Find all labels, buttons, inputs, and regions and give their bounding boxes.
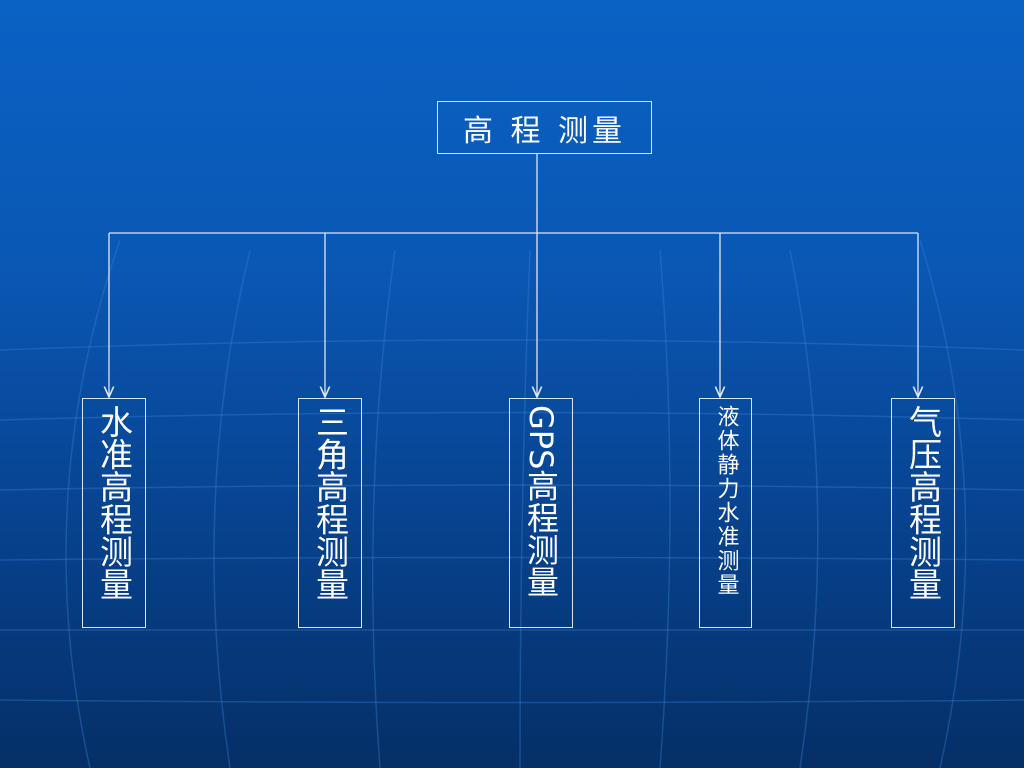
- child-node-trigonometric: 三角高程测量: [298, 398, 362, 628]
- child-node-barometric-label: 气压高程测量: [903, 405, 943, 600]
- root-node: 高 程 测量: [437, 101, 652, 154]
- child-node-gps: GPS高程测量: [509, 398, 573, 628]
- child-node-hydrostatic: 液体静力水准测量: [699, 398, 752, 628]
- child-node-gps-label: GPS高程测量: [522, 405, 560, 598]
- child-node-hydrostatic-label: 液体静力水准测量: [713, 405, 739, 597]
- root-node-label: 高 程 测量: [462, 113, 627, 149]
- child-node-leveling: 水准高程测量: [82, 398, 146, 628]
- child-node-leveling-label: 水准高程测量: [94, 405, 134, 600]
- child-node-trigonometric-label: 三角高程测量: [310, 405, 350, 600]
- child-node-barometric: 气压高程测量: [891, 398, 955, 628]
